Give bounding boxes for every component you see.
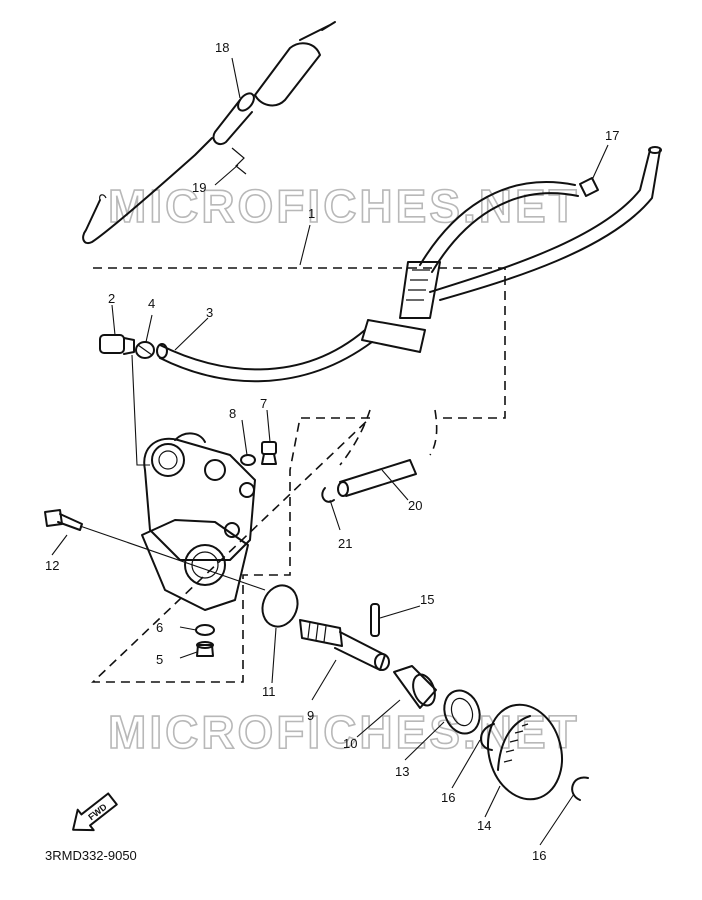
callout-17: 17 [605, 128, 619, 143]
part-5-screw[interactable] [196, 641, 214, 657]
oil-feed-hoses[interactable] [419, 146, 662, 301]
callout-2: 2 [108, 291, 115, 306]
part-19-cable-wire[interactable] [82, 137, 247, 244]
callout-7: 7 [260, 396, 267, 411]
part-14-gear[interactable] [478, 696, 572, 807]
callout-18: 18 [215, 40, 229, 55]
oil-pump-body[interactable] [141, 432, 256, 611]
callout-20: 20 [408, 498, 422, 513]
part-12-bolt[interactable] [44, 509, 83, 531]
part-13-bearing[interactable] [439, 686, 486, 739]
part-17-hose-cap[interactable] [579, 177, 599, 197]
part-8-washer[interactable] [240, 454, 256, 466]
part-3-delivery-pipe[interactable] [156, 329, 373, 383]
callout-9: 9 [307, 708, 314, 723]
callout-16a: 16 [441, 790, 455, 805]
callout-1: 1 [308, 206, 315, 221]
callout-13: 13 [395, 764, 409, 779]
callout-3: 3 [206, 305, 213, 320]
part-9-shaft[interactable] [299, 619, 390, 671]
callout-15: 15 [420, 592, 434, 607]
callout-12: 12 [45, 558, 59, 573]
drawing-code: 3RMD332-9050 [45, 848, 137, 863]
part-16-circlip-left[interactable] [480, 723, 495, 751]
callout-6: 6 [156, 620, 163, 635]
callout-14: 14 [477, 818, 491, 833]
pump-leader-2 [131, 354, 150, 466]
callout-21: 21 [338, 536, 352, 551]
part-21-clip[interactable] [321, 487, 335, 503]
callout-19: 19 [192, 180, 206, 195]
callout-10: 10 [343, 736, 357, 751]
part-16-circlip-right[interactable] [571, 776, 589, 801]
part-18-cable-sleeve[interactable] [212, 21, 336, 146]
part-7-screw[interactable] [261, 441, 277, 465]
part-4-clip[interactable] [135, 341, 155, 359]
bolt-12-axis [79, 525, 266, 591]
callout-labels: 18 19 1 17 2 4 3 8 7 20 21 12 15 6 5 11 … [45, 40, 619, 863]
callout-16b: 16 [532, 848, 546, 863]
callout-leaders [51, 57, 609, 846]
part-10-collar[interactable] [393, 665, 439, 709]
part-15-pin[interactable] [370, 603, 380, 637]
callout-5: 5 [156, 652, 163, 667]
assembly-1-outline [91, 267, 506, 683]
callout-11: 11 [262, 684, 276, 699]
hose-grommet[interactable] [361, 261, 441, 353]
callout-4: 4 [148, 296, 155, 311]
callout-8: 8 [229, 406, 236, 421]
part-11-o-ring[interactable] [257, 580, 303, 631]
part-20-hose[interactable] [337, 459, 417, 497]
hose-20-guide [339, 409, 438, 466]
part-6-washer[interactable] [195, 624, 215, 636]
fwd-arrow-icon: FWD [72, 792, 118, 832]
part-2-fitting[interactable] [99, 334, 135, 355]
